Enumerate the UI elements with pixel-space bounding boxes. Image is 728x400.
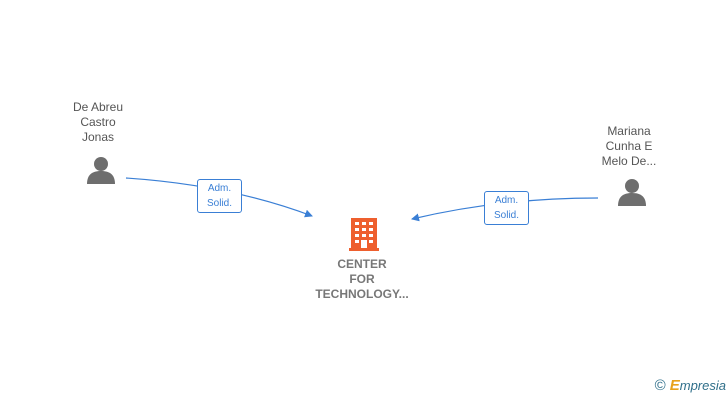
name-line: De Abreu: [72, 100, 124, 114]
edge-label-right[interactable]: Adm. Solid.: [484, 191, 529, 225]
name-line: Castro: [80, 115, 116, 129]
brand-name: mpresia: [679, 378, 726, 393]
person-icon[interactable]: [87, 157, 115, 184]
company-line: FOR: [349, 272, 375, 286]
name-line: Cunha E: [605, 139, 653, 153]
edge-label-line: Solid.: [493, 210, 519, 221]
company-line: CENTER: [337, 257, 387, 271]
edge-label-line: Solid.: [206, 198, 232, 209]
company-name[interactable]: CENTER FOR TECHNOLOGY...: [297, 257, 427, 302]
brand-initial: E: [669, 377, 680, 394]
name-line: Melo De...: [601, 154, 657, 168]
edge-label-line: Adm.: [207, 183, 232, 194]
person-name-left[interactable]: De Abreu Castro Jonas: [43, 100, 153, 145]
building-icon[interactable]: [349, 218, 379, 251]
brand-watermark: © Empresia: [655, 377, 726, 394]
edge-label-left[interactable]: Adm. Solid.: [197, 179, 242, 213]
copyright-symbol: ©: [654, 377, 666, 394]
brand-logo: Empresia: [670, 377, 726, 394]
name-line: Jonas: [81, 130, 115, 144]
person-name-right[interactable]: Mariana Cunha E Melo De...: [574, 124, 684, 169]
edge-label-line: Adm.: [494, 195, 519, 206]
person-icon[interactable]: [618, 179, 646, 206]
company-line: TECHNOLOGY...: [315, 287, 409, 301]
name-line: Mariana: [607, 124, 651, 138]
